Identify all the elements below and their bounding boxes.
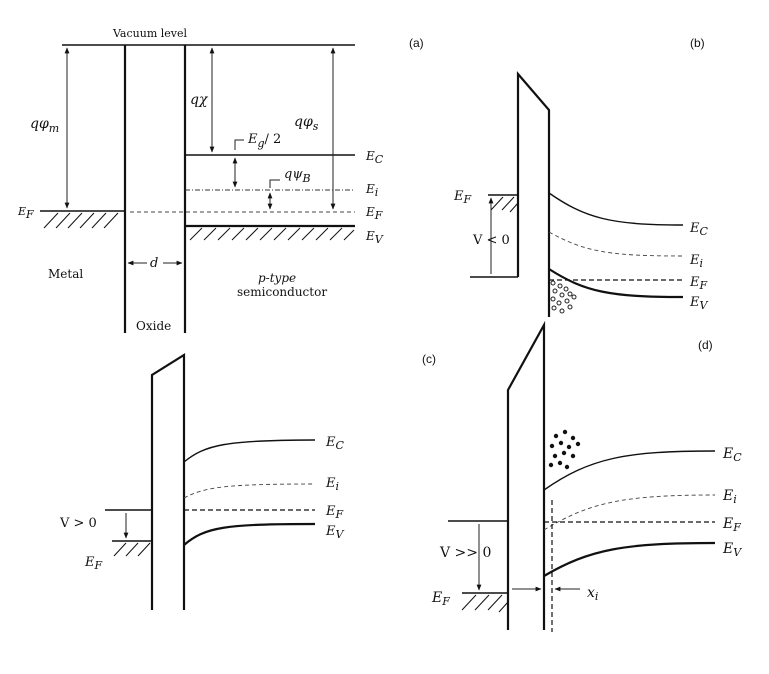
ei-label-c: Ei <box>325 476 339 493</box>
ev-curve-b <box>548 268 684 299</box>
ef-label-a: EF <box>365 205 383 222</box>
metal-ef-label: EF <box>17 205 34 221</box>
oxide-c <box>150 353 186 610</box>
ev-label-c: EV <box>325 524 345 541</box>
panel-label-a: (a) <box>409 36 424 50</box>
ef-label-b: EF <box>453 189 472 206</box>
ei-label-d: Ei <box>722 488 737 506</box>
ev-curve-d <box>543 541 716 577</box>
ei-curve-c <box>183 483 316 499</box>
voltage-label-d: V >> 0 <box>439 545 491 561</box>
ec-label-a: EC <box>365 149 384 166</box>
metal-hatching <box>43 212 119 229</box>
accumulated-holes-b <box>550 280 577 314</box>
q-psi-b-label: qψB <box>284 167 311 185</box>
semiconductor-label-2: semiconductor <box>237 285 327 299</box>
ef-s-label-b: EF <box>689 275 708 292</box>
ef-label-d: EF <box>431 590 450 608</box>
ef-label-c: EF <box>84 555 103 572</box>
ev-label-d: EV <box>722 541 742 559</box>
ec-label-d: EC <box>722 446 742 464</box>
panel-d: V >> 0 EF xi EC Ei EF EV <box>431 320 742 632</box>
inversion-electrons-d <box>548 429 581 470</box>
oxide-label: Oxide <box>136 319 171 333</box>
xi-label: xi <box>587 585 598 603</box>
metal-hatching-d <box>461 594 509 613</box>
ev-hatching-a <box>189 227 355 241</box>
q-phi-m-label: qφm <box>30 116 59 135</box>
oxide-b <box>516 71 551 317</box>
ei-curve-d <box>543 494 716 531</box>
ec-curve-d <box>543 450 716 491</box>
q-psi-b-leader <box>269 179 280 188</box>
ei-label-b: Ei <box>689 253 703 270</box>
semiconductor-label-1: p-type <box>258 271 296 285</box>
panel-label-b: (b) <box>690 36 705 50</box>
eg-half-leader <box>234 139 244 150</box>
voltage-label-c: V > 0 <box>59 516 97 531</box>
ec-label-c: EC <box>325 435 345 452</box>
metal-hatching-c <box>113 542 151 557</box>
ef-s-label-d: EF <box>722 516 741 534</box>
ev-label-a: EV <box>365 229 384 246</box>
ei-curve-b <box>548 231 684 257</box>
metal-hatching-b <box>490 196 519 213</box>
ef-s-label-c: EF <box>325 504 344 521</box>
ev-label-b: EV <box>689 295 709 312</box>
panel-label-d: (d) <box>698 338 713 352</box>
d-label: d <box>150 256 158 271</box>
panel-label-c: (c) <box>422 352 436 366</box>
q-chi-label: qχ <box>190 92 209 108</box>
metal-label: Metal <box>48 267 83 281</box>
oxide-d <box>506 320 546 630</box>
ev-curve-c <box>183 522 316 546</box>
ec-curve-c <box>183 439 316 463</box>
panel-b: EF V < 0 EC Ei EF EV <box>453 71 709 317</box>
ec-label-b: EC <box>689 221 709 238</box>
panel-a: Vacuum level EF qφm <box>17 27 384 333</box>
ei-label-a: Ei <box>365 182 378 199</box>
voltage-label-b: V < 0 <box>472 233 510 248</box>
q-phi-s-label: qφs <box>294 114 319 133</box>
panel-c: V > 0 EF EC Ei EF EV <box>59 353 345 610</box>
ec-curve-b <box>548 192 684 226</box>
eg-half-label: Eg/ 2 <box>247 132 281 150</box>
vacuum-level-label: Vacuum level <box>112 27 188 40</box>
